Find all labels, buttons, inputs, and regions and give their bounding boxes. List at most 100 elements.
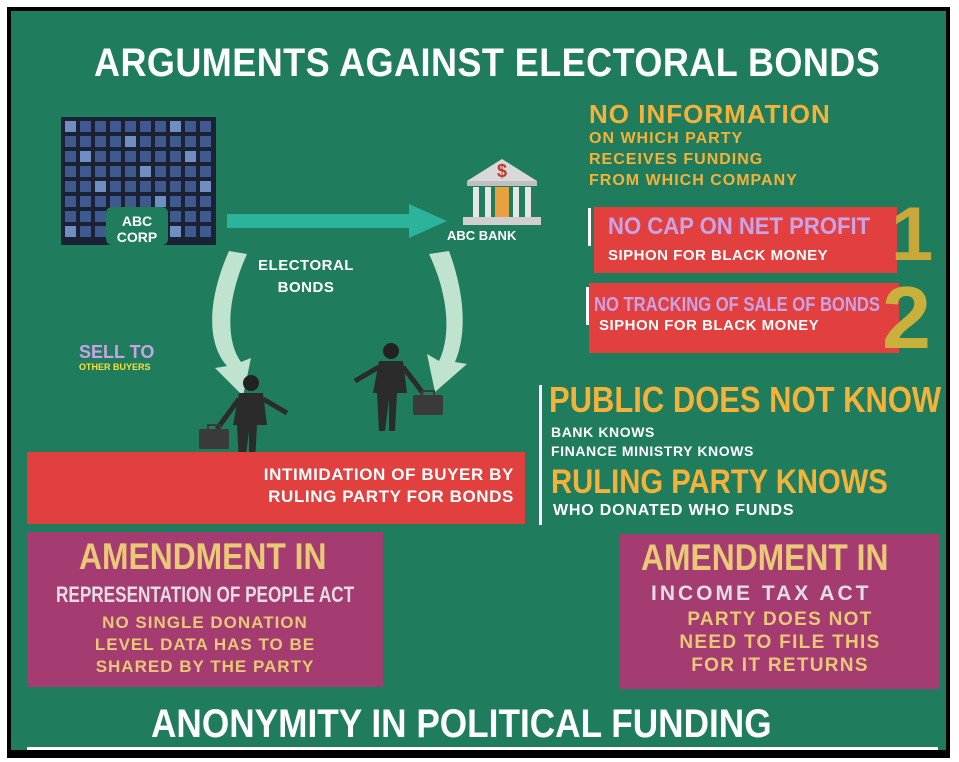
tracking-box-bar <box>586 287 589 325</box>
building-window <box>185 226 196 237</box>
building-window <box>95 226 106 237</box>
building-window <box>65 211 76 222</box>
rpa-heading: AMENDMENT IN <box>79 536 327 577</box>
flow-label-line2: BONDS <box>277 279 335 296</box>
building-window <box>125 196 136 207</box>
bank-label: ABC BANK <box>447 228 517 243</box>
building-window <box>80 211 91 222</box>
intimidation-text: INTIMIDATION OF BUYER BY RULING PARTY FO… <box>161 464 514 508</box>
building-window <box>65 166 76 177</box>
building-window <box>155 136 166 147</box>
building-window <box>140 151 151 162</box>
building-window <box>170 136 181 147</box>
ita-line2: NEED TO FILE THIS <box>679 632 881 653</box>
building-window <box>125 121 136 132</box>
tracking-box-number: 2 <box>882 268 931 367</box>
building-window <box>200 226 211 237</box>
building-window <box>170 196 181 207</box>
infographic-frame: ARGUMENTS AGAINST ELECTORAL BONDS ABC CO… <box>7 7 950 758</box>
building-window <box>80 181 91 192</box>
building-window <box>65 196 76 207</box>
corp-label-line1: ABC <box>121 213 153 229</box>
building-window <box>185 211 196 222</box>
building-window <box>155 196 166 207</box>
public-line2: FINANCE MINISTRY KNOWS <box>551 443 754 459</box>
cap-box-bar <box>588 208 591 246</box>
rpa-act: REPRESENTATION OF PEOPLE ACT <box>56 582 355 607</box>
building-window <box>80 196 91 207</box>
building-window <box>110 136 121 147</box>
public-bar <box>539 385 542 525</box>
building-window <box>95 121 106 132</box>
rpa-box <box>27 532 383 687</box>
building-window <box>65 226 76 237</box>
ruling-party-heading: RULING PARTY KNOWS <box>551 463 888 501</box>
building-window <box>65 151 76 162</box>
footer-underline <box>27 747 938 750</box>
building-window <box>140 196 151 207</box>
building-window <box>140 166 151 177</box>
infographic-board: ARGUMENTS AGAINST ELECTORAL BONDS ABC CO… <box>11 11 946 750</box>
corp-label: ABC CORP <box>107 213 167 245</box>
building-window <box>200 211 211 222</box>
building-window <box>170 166 181 177</box>
building-window <box>110 181 121 192</box>
office-building-icon <box>61 117 216 245</box>
intimidation-box <box>27 452 525 524</box>
rpa-line2: LEVEL DATA HAS TO BE <box>94 635 316 654</box>
building-window <box>140 121 151 132</box>
public-line1: BANK KNOWS <box>551 424 655 440</box>
public-text: BANK KNOWS FINANCE MINISTRY KNOWS <box>551 423 754 461</box>
building-window <box>170 211 181 222</box>
cap-box-sub: SIPHON FOR BLACK MONEY <box>608 247 829 264</box>
building-window <box>185 181 196 192</box>
building-window <box>80 121 91 132</box>
ita-heading: AMENDMENT IN <box>641 537 889 578</box>
building-window <box>200 166 211 177</box>
building-window <box>185 136 196 147</box>
building-window <box>185 121 196 132</box>
building-window <box>110 121 121 132</box>
building-window <box>200 196 211 207</box>
building-window <box>80 166 91 177</box>
building-window <box>95 151 106 162</box>
building-window <box>170 151 181 162</box>
public-line3: WHO DONATED WHO FUNDS <box>553 502 795 519</box>
building-window <box>200 121 211 132</box>
arrow-to-bank-icon <box>227 204 447 238</box>
building-window <box>170 226 181 237</box>
cap-box <box>594 207 897 273</box>
building-window <box>185 151 196 162</box>
tracking-box-sub: SIPHON FOR BLACK MONEY <box>599 317 820 334</box>
building-window <box>80 136 91 147</box>
intimidation-line1: INTIMIDATION OF BUYER BY <box>263 465 514 484</box>
building-window <box>80 151 91 162</box>
building-window <box>110 166 121 177</box>
building-window <box>170 181 181 192</box>
building-window <box>125 166 136 177</box>
ita-act: INCOME TAX ACT <box>651 582 872 605</box>
ita-text: PARTY DOES NOT NEED TO FILE THIS FOR IT … <box>620 608 940 677</box>
building-window <box>200 181 211 192</box>
building-window <box>200 151 211 162</box>
building-window <box>155 166 166 177</box>
building-window <box>170 121 181 132</box>
corp-label-line2: CORP <box>116 229 158 245</box>
ita-line3: FOR IT RETURNS <box>691 655 869 676</box>
building-window <box>125 151 136 162</box>
building-window <box>140 181 151 192</box>
cap-box-heading: NO CAP ON NET PROFIT <box>608 213 871 240</box>
ita-box <box>620 534 940 689</box>
building-window <box>155 181 166 192</box>
building-window <box>185 166 196 177</box>
building-window <box>65 121 76 132</box>
footer-title: ANONYMITY IN POLITICAL FUNDING <box>151 702 772 746</box>
building-window <box>95 211 106 222</box>
building-window <box>185 196 196 207</box>
building-window <box>155 151 166 162</box>
building-window <box>95 136 106 147</box>
rpa-line3: SHARED BY THE PARTY <box>95 657 315 676</box>
building-window <box>125 181 136 192</box>
building-window <box>140 136 151 147</box>
building-window <box>95 166 106 177</box>
